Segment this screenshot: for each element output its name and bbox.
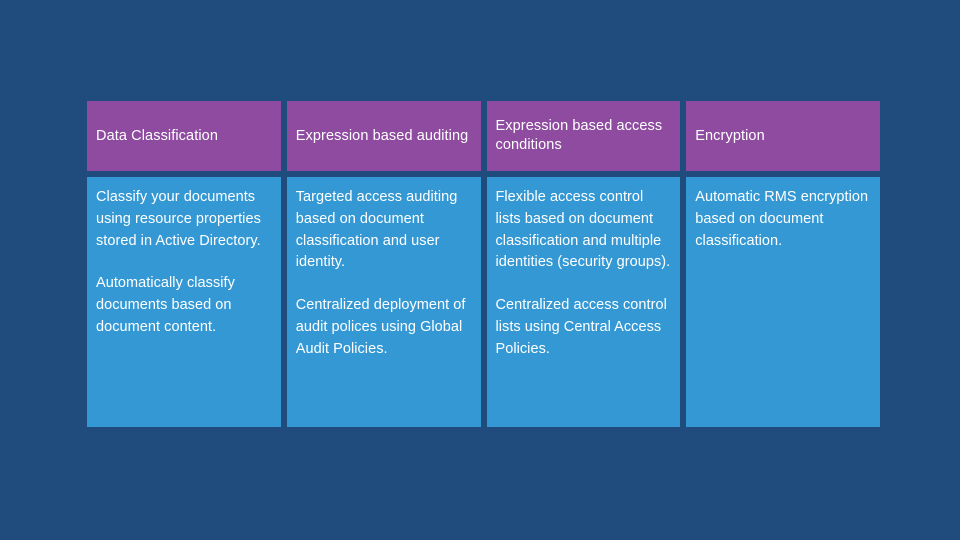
column-paragraph: Automatically classify documents based o… [96,275,235,335]
column-paragraph: Automatic RMS encryption based on docume… [695,189,869,249]
column-header-label: Encryption [695,127,765,144]
column-header-label: Expression based access conditions [495,118,663,153]
column-header-label: Expression based auditing [295,127,469,144]
column-header-expression-based-auditing: Expression based auditing [286,101,481,171]
column-header-encryption: Encryption [686,101,880,171]
column-paragraph: Flexible access control lists based on d… [495,189,671,271]
column-body-expression-based-access-conditions: Flexible access control lists based on d… [486,177,681,427]
column-header-label: Data Classification [96,127,218,144]
column-paragraph: Targeted access auditing based on docume… [295,189,458,271]
feature-columns: Data Classification Classify your docume… [87,101,880,427]
feature-column-expression-based-access-conditions: Expression based access conditions Flexi… [486,101,681,427]
column-paragraph: Centralized access control lists using C… [495,297,667,357]
feature-column-encryption: Encryption Automatic RMS encryption base… [686,101,880,427]
column-paragraph: Centralized deployment of audit polices … [295,297,466,357]
column-header-data-classification: Data Classification [87,101,281,171]
column-body-expression-based-auditing: Targeted access auditing based on docume… [286,177,481,427]
column-paragraph: Classify your documents using resource p… [96,189,261,249]
column-body-data-classification: Classify your documents using resource p… [87,177,281,427]
column-header-expression-based-access-conditions: Expression based access conditions [486,101,681,171]
column-body-encryption: Automatic RMS encryption based on docume… [686,177,880,427]
feature-column-expression-based-auditing: Expression based auditing Targeted acces… [286,101,481,427]
feature-column-data-classification: Data Classification Classify your docume… [87,101,281,427]
